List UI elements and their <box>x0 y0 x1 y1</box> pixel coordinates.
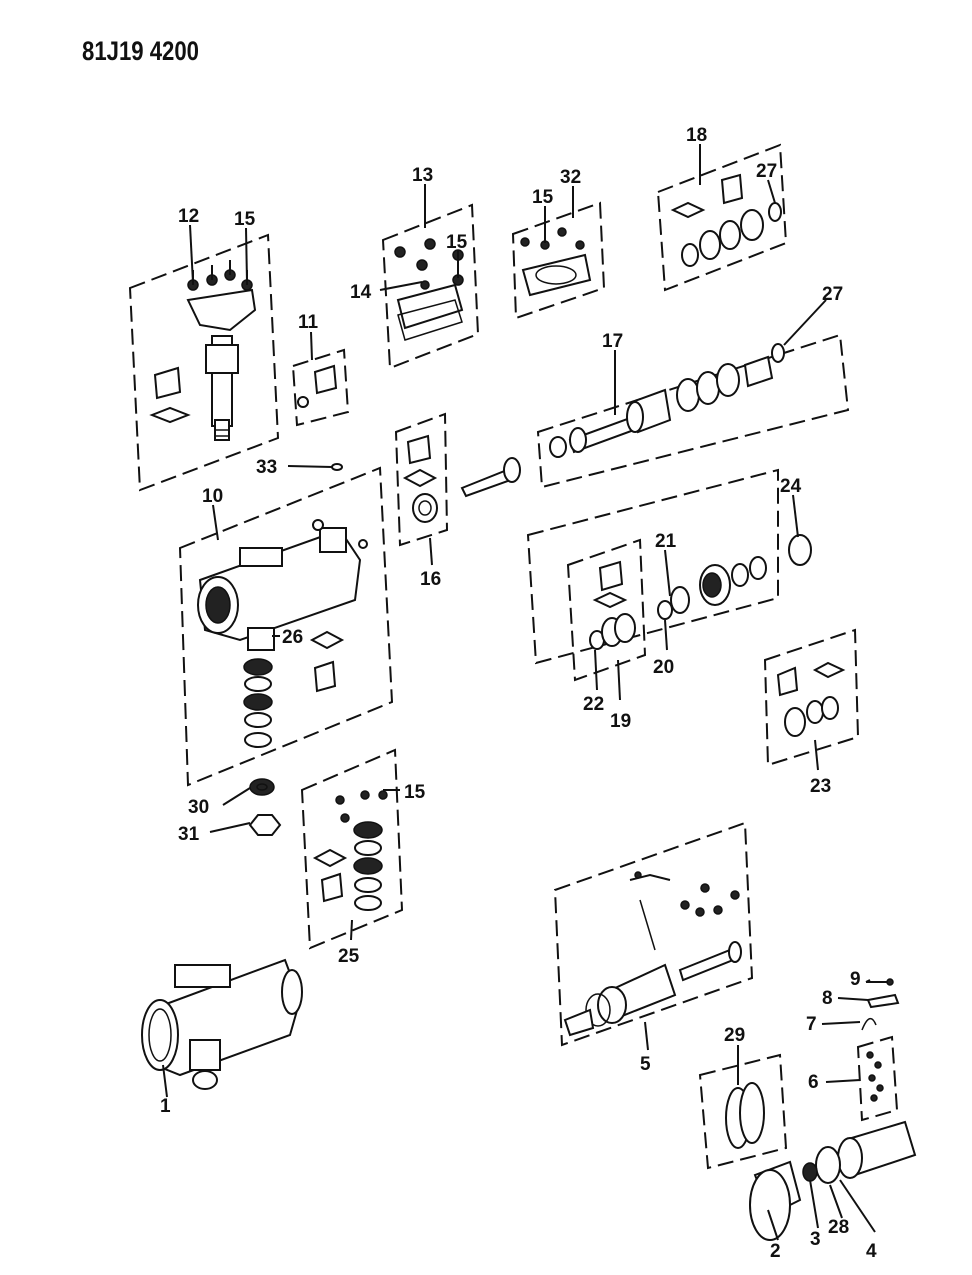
callout-24: 24 <box>780 476 802 497</box>
callout-16: 16 <box>420 569 441 590</box>
balls-kit-6 <box>866 1051 884 1102</box>
callout-15-kit32: 15 <box>532 187 554 208</box>
callout-25: 25 <box>338 946 360 967</box>
callout-6: 6 <box>808 1072 819 1093</box>
locknut-24 <box>788 534 812 566</box>
kit-box-5 <box>553 821 754 1047</box>
kit-box-12 <box>128 233 280 492</box>
washer-and-nut <box>248 778 282 836</box>
kit-box-22 <box>566 538 647 682</box>
kit-box-29 <box>698 1053 788 1170</box>
kit-box-18 <box>656 143 788 292</box>
seal-kit-16 <box>402 434 438 523</box>
callout-18: 18 <box>686 125 707 146</box>
callout-15-kit25: 15 <box>404 782 426 803</box>
callout-33: 33 <box>256 457 277 478</box>
sector-shaft-assembly <box>186 288 257 441</box>
callout-17: 17 <box>602 331 623 352</box>
callout-27-kit18: 27 <box>756 161 777 182</box>
callout-30: 30 <box>188 797 209 818</box>
callout-11: 11 <box>298 312 319 333</box>
callout-29: 29 <box>724 1025 745 1046</box>
kit-box-11 <box>291 348 350 427</box>
callout-8: 8 <box>822 988 833 1009</box>
guide-parts-7-8-9 <box>861 978 900 1031</box>
callout-14: 14 <box>350 282 372 303</box>
kit-box-10 <box>178 466 394 787</box>
ring-kit-29 <box>725 1082 765 1149</box>
worm-shaft <box>460 457 521 498</box>
rack-piston-kit-5 <box>563 871 742 1037</box>
callout-7: 7 <box>806 1014 817 1035</box>
callout-20: 20 <box>653 657 674 678</box>
callout-22: 22 <box>583 694 604 715</box>
callout-12: 12 <box>178 206 199 227</box>
callout-19: 19 <box>610 711 631 732</box>
side-cover-kit-13 <box>394 238 464 341</box>
o-ring-33 <box>331 463 343 471</box>
kit-box-6 <box>856 1035 899 1122</box>
callout-31: 31 <box>178 824 200 845</box>
kit-box-23 <box>763 628 860 767</box>
kit-22-parts <box>589 560 636 650</box>
instruction-sheet-kit-12 <box>149 366 191 424</box>
seal-kit-25 <box>312 790 388 911</box>
seal-kit-23 <box>776 661 846 737</box>
kit-box-17 <box>536 333 850 489</box>
kit-box-25 <box>300 748 404 950</box>
callout-27: 27 <box>822 284 843 305</box>
steering-gear-assembly <box>141 958 303 1090</box>
piston-assembly <box>749 1120 917 1241</box>
leader-lines <box>162 144 876 1241</box>
callout-26: 26 <box>282 627 303 648</box>
gear-housing <box>197 519 368 642</box>
kit-box-32 <box>511 201 606 320</box>
callout-28: 28 <box>828 1217 849 1238</box>
callout-32: 32 <box>560 167 581 188</box>
callout-15-kit12: 15 <box>234 209 256 230</box>
callout-5: 5 <box>640 1054 651 1075</box>
callout-3: 3 <box>810 1229 821 1250</box>
callout-21: 21 <box>655 531 677 552</box>
valve-assembly-kit-17 <box>549 343 785 458</box>
bolts-kit-12 <box>187 260 253 291</box>
callout-9: 9 <box>850 969 861 990</box>
kit-box-16 <box>394 412 449 547</box>
callout-15-kit13: 15 <box>446 232 468 253</box>
kit-19-parts <box>657 556 767 620</box>
callout-1: 1 <box>160 1096 171 1117</box>
kit-11-parts <box>297 364 338 408</box>
callout-4: 4 <box>866 1241 877 1262</box>
seal-kit-18 <box>670 173 782 267</box>
callout-2: 2 <box>770 1241 781 1262</box>
kit-box-19 <box>526 468 779 665</box>
callout-13: 13 <box>412 165 433 186</box>
drawing-code: 81J19 4200 <box>82 36 199 66</box>
gasket-kit-32 <box>520 227 592 297</box>
seal-stack-kit-10 <box>243 627 345 748</box>
callout-10: 10 <box>202 486 223 507</box>
callout-23: 23 <box>810 776 831 797</box>
callout-numbers: 12 15 11 13 15 14 15 32 18 27 27 17 33 1… <box>160 125 877 1262</box>
